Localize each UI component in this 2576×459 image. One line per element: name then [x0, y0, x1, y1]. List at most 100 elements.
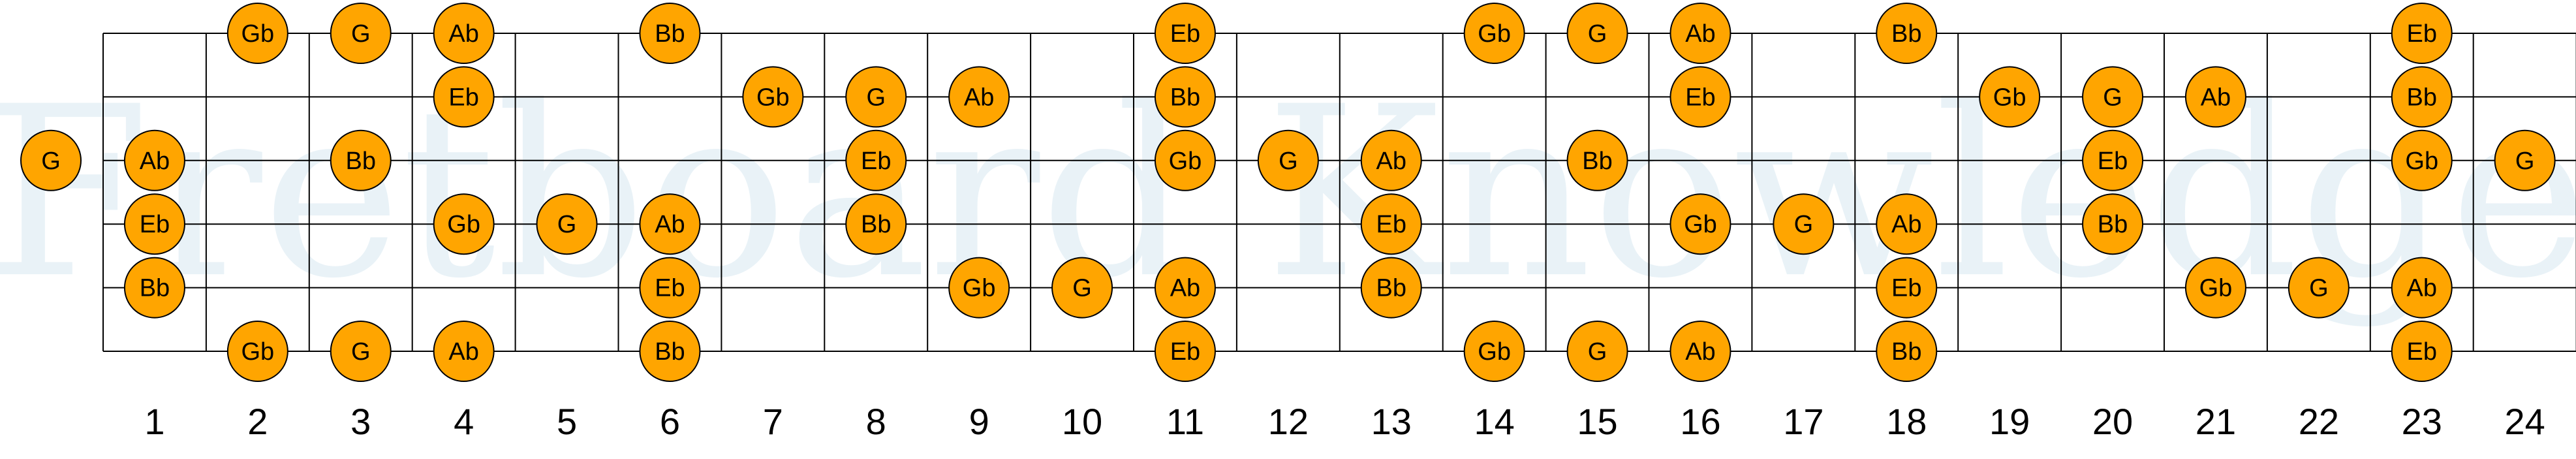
note-marker: Ab — [639, 193, 701, 255]
note-marker: Eb — [1876, 257, 1938, 319]
note-marker: Bb — [1566, 129, 1628, 191]
note-label: Bb — [140, 275, 170, 302]
note-circle — [1154, 257, 1216, 319]
fret-number-16: 16 — [1680, 401, 1720, 442]
fretboard-grid — [102, 33, 2576, 352]
note-circle — [330, 129, 392, 191]
note-label: Bb — [2098, 211, 2128, 238]
fret-number-5: 5 — [557, 401, 577, 442]
note-circle — [123, 129, 185, 191]
note-circle — [1773, 193, 1835, 255]
note-marker: Ab — [2184, 66, 2246, 128]
note-circle — [1154, 129, 1216, 191]
note-label: Eb — [861, 148, 891, 175]
note-label: Gb — [447, 211, 480, 238]
note-marker: Bb — [639, 321, 701, 382]
note-marker: G — [1051, 257, 1113, 319]
note-label: G — [1072, 275, 1092, 302]
note-circle — [433, 193, 495, 255]
note-circle — [2391, 3, 2453, 64]
note-circle — [742, 66, 804, 128]
fret-number-15: 15 — [1577, 401, 1617, 442]
note-circle — [639, 193, 701, 255]
note-label: Eb — [2407, 20, 2437, 48]
note-label: Bb — [1376, 275, 1406, 302]
note-circle — [2391, 257, 2453, 319]
fret-number-4: 4 — [454, 401, 474, 442]
note-marker: Ab — [1669, 321, 1731, 382]
note-circle — [2184, 257, 2246, 319]
note-circle — [2391, 129, 2453, 191]
note-circle — [1154, 321, 1216, 382]
fret-number-14: 14 — [1474, 401, 1515, 442]
note-label: Ab — [655, 211, 685, 238]
fret-number-7: 7 — [763, 401, 783, 442]
note-label: G — [351, 338, 371, 366]
fret-number-6: 6 — [660, 401, 680, 442]
note-circle — [1566, 129, 1628, 191]
note-marker: Eb — [1360, 193, 1422, 255]
note-label: Eb — [1170, 338, 1200, 366]
note-circle — [433, 321, 495, 382]
note-circle — [1257, 129, 1319, 191]
note-marker: Gb — [1154, 129, 1216, 191]
note-marker: Gb — [742, 66, 804, 128]
note-label: Eb — [2098, 148, 2128, 175]
note-marker: Ab — [1669, 3, 1731, 64]
note-circle — [1154, 3, 1216, 64]
note-label: Bb — [346, 148, 376, 175]
note-marker: G — [2082, 66, 2144, 128]
note-circle — [1463, 321, 1525, 382]
note-marker: Eb — [433, 66, 495, 128]
note-marker: G — [1566, 321, 1628, 382]
note-label: Ab — [1170, 275, 1200, 302]
note-label: G — [2515, 148, 2535, 175]
note-circle — [433, 3, 495, 64]
note-label: Eb — [448, 84, 478, 111]
note-marker: Bb — [845, 193, 907, 255]
note-circle — [226, 3, 288, 64]
note-marker: Eb — [2391, 3, 2453, 64]
fret-number-17: 17 — [1783, 401, 1823, 442]
note-circle — [123, 257, 185, 319]
note-label: Gb — [1169, 148, 1202, 175]
note-circle — [1566, 321, 1628, 382]
note-label: Eb — [655, 275, 685, 302]
note-marker: Ab — [1876, 193, 1938, 255]
note-label: G — [41, 148, 61, 175]
note-circle — [1360, 193, 1422, 255]
note-marker: Gb — [226, 3, 288, 64]
fret-number-12: 12 — [1268, 401, 1309, 442]
note-marker: Bb — [123, 257, 185, 319]
fret-number-9: 9 — [969, 401, 989, 442]
note-label: Eb — [1685, 84, 1715, 111]
note-marker: G — [1773, 193, 1835, 255]
fret-number-11: 11 — [1166, 401, 1204, 442]
note-marker: Gb — [226, 321, 288, 382]
note-circle — [2082, 66, 2144, 128]
note-marker: Bb — [2391, 66, 2453, 128]
note-circle — [1566, 3, 1628, 64]
fret-number-23: 23 — [2402, 401, 2442, 442]
note-circle — [433, 66, 495, 128]
note-marker: Ab — [433, 3, 495, 64]
note-circle — [226, 321, 288, 382]
note-label: Ab — [1685, 338, 1715, 366]
note-label: Eb — [140, 211, 170, 238]
note-circle — [1154, 66, 1216, 128]
note-label: Ab — [964, 84, 994, 111]
note-circle — [1979, 66, 2041, 128]
note-label: Bb — [2407, 84, 2437, 111]
note-circle — [536, 193, 598, 255]
note-label: Bb — [1582, 148, 1612, 175]
note-circle — [330, 3, 392, 64]
note-circle — [845, 129, 907, 191]
note-label: Eb — [1170, 20, 1200, 48]
note-marker: Bb — [1154, 66, 1216, 128]
note-label: Gb — [2405, 148, 2438, 175]
note-marker: Gb — [1669, 193, 1731, 255]
note-label: Ab — [1891, 211, 1921, 238]
note-marker: Ab — [2391, 257, 2453, 319]
note-label: Bb — [1891, 20, 1921, 48]
